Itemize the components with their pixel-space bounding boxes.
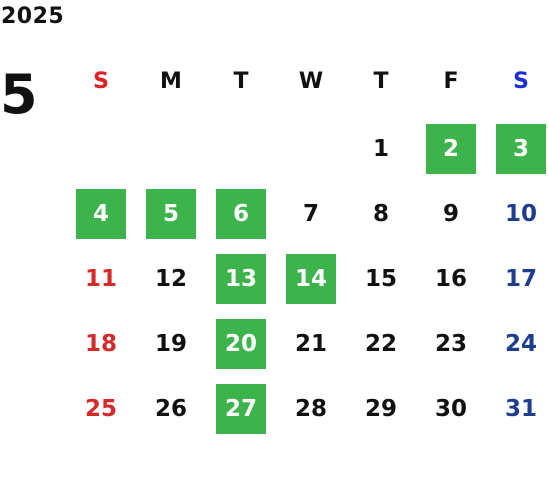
calendar-day: 8 — [346, 181, 416, 246]
calendar-day: 21 — [276, 311, 346, 376]
day-number: 1 — [372, 135, 389, 162]
day-number: 3 — [512, 135, 529, 162]
calendar-day: 14 — [276, 246, 346, 311]
calendar-day: 22 — [346, 311, 416, 376]
day-number: 26 — [154, 395, 187, 422]
day-highlight — [146, 189, 196, 239]
day-number: 7 — [302, 200, 319, 227]
weekday-header-sat: S — [513, 68, 529, 94]
day-number: 25 — [84, 395, 117, 422]
day-highlight — [216, 189, 266, 239]
day-number: 10 — [504, 200, 537, 227]
calendar-day: 30 — [416, 376, 486, 441]
day-number: 2 — [442, 135, 459, 162]
calendar-day: 2 — [416, 116, 486, 181]
day-number: 9 — [442, 200, 459, 227]
weekday-header-mon: M — [160, 68, 182, 94]
calendar-day: 20 — [206, 311, 276, 376]
month-label: 5 — [0, 63, 38, 126]
day-number: 22 — [364, 330, 397, 357]
day-number: 27 — [224, 395, 257, 422]
calendar-day: 15 — [346, 246, 416, 311]
calendar-day: 6 — [206, 181, 276, 246]
day-number: 28 — [294, 395, 327, 422]
calendar-day: 17 — [486, 246, 548, 311]
day-number: 6 — [232, 200, 249, 227]
calendar-day: 10 — [486, 181, 548, 246]
year-label: 2025 — [1, 4, 65, 29]
day-highlight — [216, 254, 266, 304]
day-number: 13 — [224, 265, 257, 292]
day-number: 11 — [84, 265, 117, 292]
calendar-day: 11 — [66, 246, 136, 311]
day-number: 15 — [364, 265, 397, 292]
weekday-header-wed: W — [298, 68, 324, 94]
calendar-day: 3 — [486, 116, 548, 181]
calendar-day: 27 — [206, 376, 276, 441]
calendar-day: 24 — [486, 311, 548, 376]
calendar-day: 26 — [136, 376, 206, 441]
calendar-day: 9 — [416, 181, 486, 246]
day-number: 8 — [372, 200, 389, 227]
weekday-header-tue: T — [233, 68, 249, 94]
day-number: 16 — [434, 265, 467, 292]
day-number: 12 — [154, 265, 187, 292]
calendar-empty-cell — [136, 116, 206, 181]
day-number: 19 — [154, 330, 187, 357]
day-highlight — [76, 189, 126, 239]
calendar-day: 28 — [276, 376, 346, 441]
calendar-day: 5 — [136, 181, 206, 246]
calendar-day: 12 — [136, 246, 206, 311]
day-highlight — [286, 254, 336, 304]
day-number: 31 — [504, 395, 537, 422]
day-number: 14 — [294, 265, 327, 292]
calendar-day: 25 — [66, 376, 136, 441]
calendar-day: 23 — [416, 311, 486, 376]
weekday-header-fri: F — [443, 68, 459, 94]
day-number: 5 — [162, 200, 179, 227]
day-number: 17 — [504, 265, 537, 292]
day-number: 30 — [434, 395, 467, 422]
calendar-day: 4 — [66, 181, 136, 246]
calendar-day: 13 — [206, 246, 276, 311]
calendar-empty-cell — [66, 116, 136, 181]
calendar-empty-cell — [206, 116, 276, 181]
calendar-day: 16 — [416, 246, 486, 311]
day-number: 20 — [224, 330, 257, 357]
calendar-empty-cell — [276, 116, 346, 181]
day-number: 29 — [364, 395, 397, 422]
calendar-day: 1 — [346, 116, 416, 181]
calendar-day: 7 — [276, 181, 346, 246]
weekday-header-sun: S — [93, 68, 109, 94]
day-highlight — [216, 319, 266, 369]
weekday-header-thu: T — [373, 68, 389, 94]
day-highlight — [426, 124, 476, 174]
day-highlight — [216, 384, 266, 434]
calendar-day: 19 — [136, 311, 206, 376]
day-highlight — [496, 124, 546, 174]
day-number: 4 — [92, 200, 109, 227]
calendar-day: 18 — [66, 311, 136, 376]
day-number: 21 — [294, 330, 327, 357]
day-number: 24 — [504, 330, 537, 357]
day-number: 23 — [434, 330, 467, 357]
calendar-day: 29 — [346, 376, 416, 441]
day-number: 18 — [84, 330, 117, 357]
calendar-day: 31 — [486, 376, 548, 441]
